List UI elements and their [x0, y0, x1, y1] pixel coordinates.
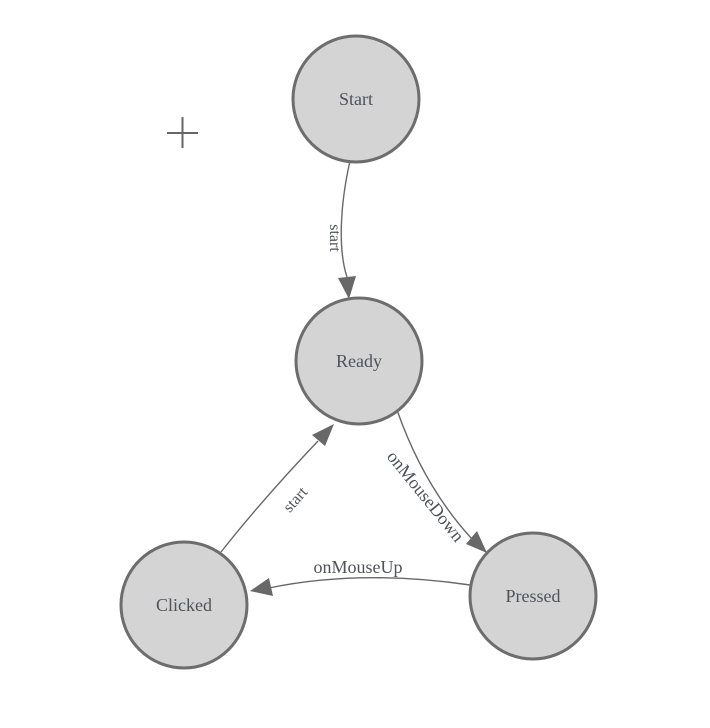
node-circle-ready[interactable]	[294, 296, 424, 426]
crosshair-plus-icon	[167, 117, 198, 148]
state-node-ready[interactable]: Ready	[294, 296, 424, 426]
state-node-pressed[interactable]: Pressed	[468, 531, 598, 661]
node-circle-start[interactable]	[291, 34, 421, 164]
state-node-clicked[interactable]: Clicked	[119, 540, 249, 670]
edge-start-to-ready[interactable]: start	[326, 160, 356, 299]
edge-pressed-to-clicked[interactable]: onMouseUp	[250, 557, 471, 596]
arrowhead-into-ready-top	[338, 276, 356, 299]
node-label-pressed: Pressed	[506, 586, 561, 606]
node-circle-clicked[interactable]	[119, 540, 249, 670]
edge-clicked-to-ready[interactable]: start	[220, 424, 334, 553]
edge-label-start-1[interactable]: start	[326, 224, 343, 252]
node-circle-pressed[interactable]	[468, 531, 598, 661]
edge-pressed-to-clicked-line[interactable]	[268, 576, 471, 589]
node-label-clicked: Clicked	[156, 595, 212, 615]
arrowhead-into-clicked	[250, 578, 273, 596]
edge-ready-to-pressed-line[interactable]	[396, 409, 473, 540]
edge-clicked-to-ready-line[interactable]	[220, 440, 319, 553]
edge-label-start-2[interactable]: start	[280, 484, 311, 516]
edge-label-onmouseup[interactable]: onMouseUp	[314, 557, 403, 577]
edge-ready-to-pressed[interactable]: onMouseDown	[383, 409, 487, 553]
arrowhead-into-ready-bottom	[312, 424, 334, 446]
edge-start-to-ready-line[interactable]	[340, 160, 351, 278]
node-label-start: Start	[339, 89, 373, 109]
crosshair-plus-lines	[167, 117, 198, 148]
node-label-ready: Ready	[336, 351, 382, 371]
arrowhead-into-pressed	[466, 531, 487, 553]
state-node-start[interactable]: Start	[291, 34, 421, 164]
edge-label-onmousedown[interactable]: onMouseDown	[383, 447, 468, 546]
